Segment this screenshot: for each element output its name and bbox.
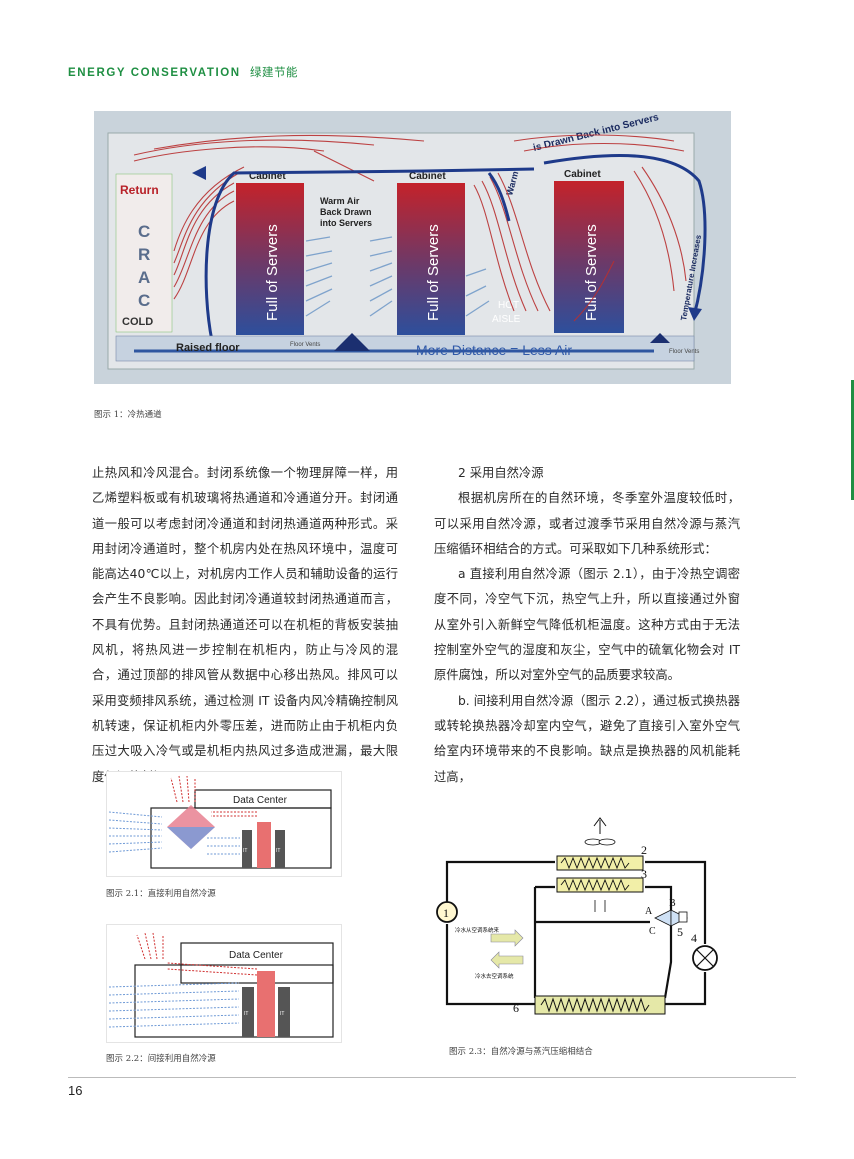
letter-b: B [669,898,676,909]
num-1: 1 [443,906,449,920]
page-number: 16 [68,1083,83,1098]
num-4: 4 [691,931,697,945]
in-label: 冷水从空调系统来 [455,926,500,934]
right-column: 2 采用自然冷源 根据机房所在的自然环境，冬季室外温度较低时，可以采用自然冷源，… [434,461,740,790]
figure-direct-free-cooling: Data Center IT IT [106,771,342,877]
aisle-label: AISLE [492,314,521,325]
figure23-caption: 图示 2.3：自然冷源与蒸汽压缩相结合 [449,1047,593,1057]
direct-cooling-diagram: Data Center IT IT [107,772,341,876]
combined-system-diagram: 1 2 3 A B C 5 4 冷水从空调系统来 冷水去空调系统 6 [436,817,718,1015]
figure-indirect-free-cooling: Data Center IT IT [106,924,342,1043]
cold-label: COLD [122,316,153,328]
figure-hot-cold-aisle: Return C R A C COLD Cabinet Full of Serv… [94,111,731,384]
out-label: 冷水去空调系统 [475,972,514,980]
edge-marker [851,380,854,500]
aisle-diagram: Return C R A C COLD Cabinet Full of Serv… [94,111,731,384]
warm-air-1: Warm Air [320,196,360,206]
floor-vents-1: Floor Vents [290,342,320,348]
warm-air-2: Back Drawn [320,207,372,217]
figure-combined-system: 1 2 3 A B C 5 4 冷水从空调系统来 冷水去空调系统 6 [435,812,730,1030]
servers-3: Full of Servers [583,224,600,321]
warm-air-3: into Servers [320,218,372,228]
cabinet-2-label: Cabinet [409,171,446,182]
section-heading: 2 采用自然冷源 [458,466,544,480]
left-paragraph: 止热风和冷风混合。封闭系统像一个物理屏障一样，用乙烯塑料板或有机玻璃将热通道和冷… [92,466,398,784]
figure21-caption: 图示 2.1：直接利用自然冷源 [106,889,216,899]
figure22-caption: 图示 2.2：间接利用自然冷源 [106,1054,216,1064]
fig21-it-2: IT [276,848,280,854]
fig22-it-2: IT [280,1011,284,1017]
crac-a: A [138,268,150,287]
header-en: ENERGY CONSERVATION [68,67,241,79]
fig22-it-1: IT [244,1011,248,1017]
letter-c: C [649,926,656,937]
fig21-it-1: IT [243,848,247,854]
cabinet-1-label: Cabinet [249,171,286,182]
raised-floor-label: Raised floor [176,342,240,354]
hot-label: HOT [498,300,519,311]
return-label: Return [120,183,159,197]
letter-a: A [645,906,653,917]
crac-c1: C [138,222,150,241]
num-2: 2 [641,843,647,857]
running-header: ENERGY CONSERVATION 绿建节能 [68,64,298,80]
floor-vents-2: Floor Vents [669,349,699,355]
crac-r: R [138,245,150,264]
footer-rule [68,1077,796,1078]
crac-c2: C [138,291,150,310]
right-paragraph-3: b. 间接利用自然冷源（图示 2.2），通过板式换热器或转轮换热器冷却室内空气，… [434,693,740,784]
header-cn: 绿建节能 [249,65,298,79]
figure1-caption: 图示 1：冷热通道 [94,410,162,420]
num-6: 6 [513,1001,519,1015]
right-paragraph-2: a 直接利用自然冷源（图示 2.1），由于冷热空调密度不同，冷空气下沉，热空气上… [434,567,740,683]
servers-2: Full of Servers [425,224,442,321]
fig22-title: Data Center [229,950,284,961]
servers-1: Full of Servers [264,224,281,321]
right-paragraph-1: 根据机房所在的自然环境，冬季室外温度较低时，可以采用自然冷源，或者过渡季节采用自… [434,491,740,556]
indirect-cooling-diagram: Data Center IT IT [107,925,341,1042]
more-distance-label: More Distance = Less Air [416,342,572,358]
num-3: 3 [641,867,647,881]
fig21-title: Data Center [233,795,288,806]
cabinet-3-label: Cabinet [564,169,601,180]
num-5: 5 [677,925,683,939]
left-column: 止热风和冷风混合。封闭系统像一个物理屏障一样，用乙烯塑料板或有机玻璃将热通道和冷… [92,461,398,790]
